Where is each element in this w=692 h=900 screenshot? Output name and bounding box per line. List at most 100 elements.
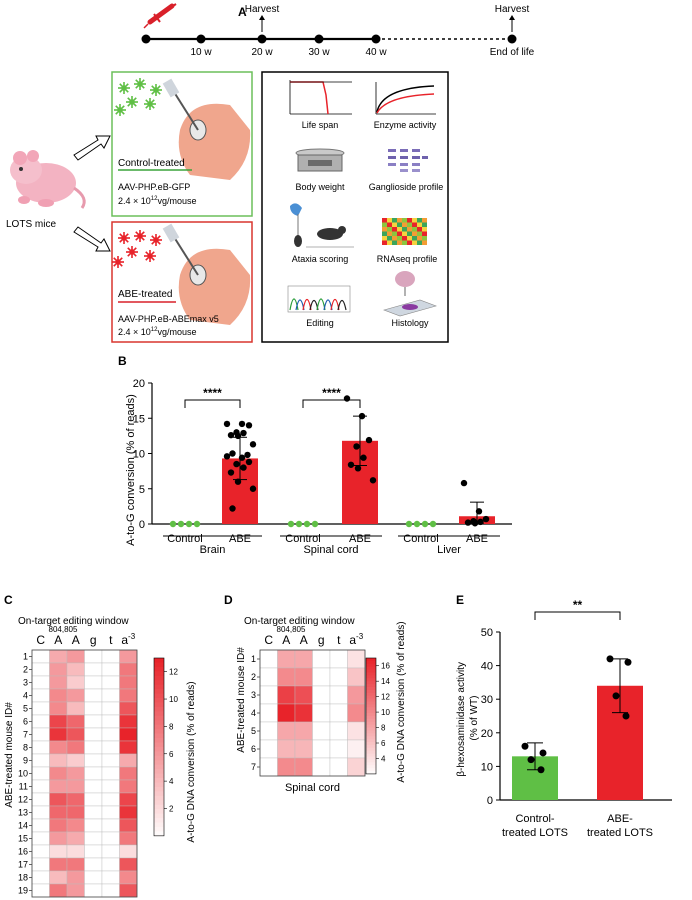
rnaseq-cell (402, 236, 407, 241)
tlc-plate-icon (384, 146, 430, 174)
heatmap-cell (277, 739, 296, 759)
heatmap-cell (312, 757, 331, 777)
row-label: 18 (18, 873, 28, 883)
abe-virus-icon (150, 234, 162, 246)
heatmap-cell (84, 857, 103, 872)
heatmap-cell (101, 883, 120, 898)
timeline-tick: 30 w (308, 47, 330, 58)
heatmap-cell (31, 714, 50, 729)
column-label: A (300, 633, 308, 647)
y-tick-label: 5 (139, 484, 145, 496)
colorbar-step (366, 759, 376, 763)
timeline-point (371, 34, 381, 44)
syringe-icon (143, 3, 177, 29)
heatmap-cell (312, 703, 331, 723)
abe-virus-icon (126, 246, 138, 258)
heatmap-y-title: ABE-treated mouse ID# (236, 647, 247, 753)
panel-e: E β-hexosaminidase activity (% of WT) 01… (456, 593, 672, 839)
gfp-virus-icon (114, 104, 126, 116)
tissue-label: Spinal cord (303, 544, 358, 556)
control-data-point (311, 520, 319, 528)
heatmap-cell (259, 685, 278, 705)
colorbar-step (366, 750, 376, 755)
rnaseq-cell (407, 231, 412, 236)
y-axis-title: β-hexosaminidase activity (% of WT) (456, 659, 480, 776)
heatmap-cell (294, 721, 313, 741)
rnaseq-cell (422, 231, 427, 236)
heatmap-cell (312, 649, 331, 669)
readout-label: Life span (302, 120, 339, 130)
x-tick-label: ABE- (607, 813, 633, 825)
rnaseq-cell (402, 218, 407, 223)
abe-virus-icons (112, 230, 162, 268)
colorbar-step (154, 755, 164, 761)
rnaseq-cell (412, 231, 417, 236)
colorbar-frame (153, 657, 165, 837)
control-data-point (185, 520, 193, 528)
rnaseq-cell (382, 236, 387, 241)
column-label: A (72, 633, 80, 647)
colorbar-step (366, 730, 376, 734)
rnaseq-heatmap-icon (382, 218, 427, 245)
data-point (612, 692, 620, 700)
heatmap-cell (347, 703, 366, 723)
colorbar-step (154, 662, 164, 668)
heatmap-x-label: Spinal cord (285, 782, 340, 794)
abe-group-box (111, 221, 253, 343)
heatmap-cell (31, 831, 50, 846)
heatmap-cell (49, 688, 68, 703)
heatmap-cell (31, 792, 50, 807)
control-dose: 2.4 × 1012vg/mouse (118, 196, 197, 206)
colorbar-tick-label: 2 (169, 804, 174, 813)
row-label: 8 (23, 743, 28, 753)
row-label: 2 (23, 665, 28, 675)
heatmap-cell (119, 831, 138, 846)
rnaseq-cell (382, 227, 387, 232)
y-tick-label: 10 (481, 761, 493, 773)
colorbar-tick-label: 4 (169, 777, 174, 786)
rnaseq-cell (417, 231, 422, 236)
heatmap-title: On-target editing window (244, 616, 355, 627)
y-tick-label: 50 (481, 627, 493, 639)
rnaseq-cell (412, 227, 417, 232)
colorbar-tick-label: 16 (381, 662, 390, 671)
control-data-point (429, 520, 437, 528)
heatmap-cell (329, 667, 348, 687)
heatmap-cell (31, 753, 50, 768)
data-point (234, 432, 242, 440)
data-point (245, 458, 253, 466)
colorbar-step (154, 795, 164, 801)
data-point (249, 441, 257, 448)
heatmap-cell (84, 870, 103, 885)
rnaseq-cell (422, 227, 427, 232)
colorbar-step (366, 721, 376, 726)
readouts-box (261, 71, 449, 343)
heatmap-cell (31, 857, 50, 872)
heatmap-cell (101, 844, 120, 859)
heatmap-cell (329, 739, 348, 759)
row-label: 17 (18, 860, 28, 870)
abe-title: ABE-treated (118, 289, 172, 300)
timeline-point (257, 34, 267, 44)
y-tick-label: 15 (133, 413, 145, 425)
colorbar-step (366, 718, 376, 723)
column-label: t (109, 633, 113, 647)
rnaseq-cell (392, 227, 397, 232)
heatmap-cell (49, 740, 68, 755)
row-label: 3 (23, 678, 28, 688)
y-tick-label: 20 (481, 728, 493, 740)
row-label: 7 (23, 730, 28, 740)
colorbar-step (154, 746, 164, 752)
control-data-point (177, 520, 185, 528)
rnaseq-cell (382, 222, 387, 227)
rnaseq-cell (417, 218, 422, 223)
row-label: 4 (23, 691, 28, 701)
rnaseq-cell (417, 236, 422, 241)
colorbar-frame (365, 657, 377, 775)
rnaseq-cell (397, 222, 402, 227)
heatmap-cell (31, 766, 50, 781)
data-point (521, 742, 529, 750)
panel-d: D On-target editing window ABE-treated m… (224, 593, 407, 794)
panel-b: B A-to-G conversion (% of reads) 0510152… (118, 354, 512, 556)
